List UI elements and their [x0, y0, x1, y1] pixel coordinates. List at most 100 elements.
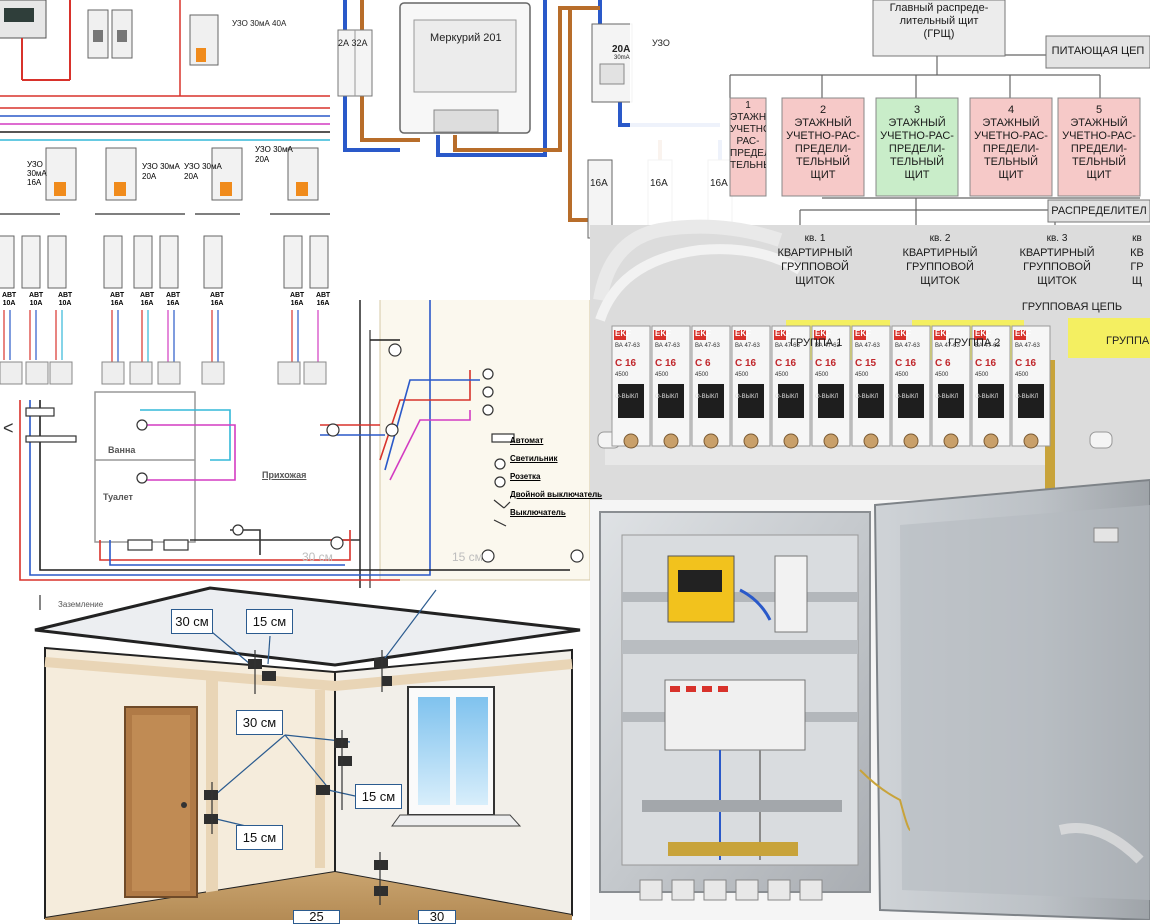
breaker-subtext: 4500: [1015, 372, 1029, 378]
breaker-brand: EKF: [655, 329, 671, 338]
meter-model-label: Меркурий 201: [430, 32, 502, 44]
breaker-rating: C 16: [815, 358, 837, 369]
breaker-model: ВА 47-63: [655, 343, 680, 349]
ekf-logo-icon: [694, 330, 706, 340]
breaker-rating: C 6: [935, 358, 951, 369]
breaker-units: [611, 325, 1051, 449]
legend-symbols: [491, 433, 515, 527]
legend-item-switch: Выключатель: [510, 508, 566, 517]
main-switchboard: Главный распреде- лительный щит (ГРЩ): [889, 2, 989, 40]
breaker-model: ВА 47-63: [895, 343, 920, 349]
breaker-subtext: 4500: [775, 372, 789, 378]
breaker-model: ВА 47-63: [935, 343, 960, 349]
busbars: [0, 107, 350, 141]
socket-icon: [204, 790, 218, 800]
breaker-rating: C 16: [615, 358, 637, 369]
floor-board-3: 3 ЭТАЖНЫЙ УЧЕТНО-РАС- ПРЕДЕЛИ- ТЕЛЬНЫЙ Щ…: [880, 104, 954, 181]
breaker-switch-label: О-ВЫКЛ: [815, 394, 839, 400]
rcd-label-4: УЗО 30мА 20А: [255, 145, 293, 164]
ekf-logo-icon: [654, 330, 666, 340]
lamp-symbol-icon: [482, 368, 494, 380]
breaker-symbol-icon: [491, 433, 515, 443]
terminal-screw-icon: [863, 433, 879, 449]
breaker-model: ВА 47-63: [615, 343, 640, 349]
distribution-label: РАСПРЕДЕЛИТЕЛ: [1051, 205, 1147, 217]
room-illustration: [34, 586, 581, 920]
ekf-logo-icon: [854, 330, 866, 340]
terminal-screw-icon: [983, 433, 999, 449]
socket-symbol-icon: [494, 476, 506, 488]
breaker-lever: [698, 384, 724, 418]
breaker-subtext: 4500: [735, 372, 749, 378]
breaker-model: ВА 47-63: [1015, 343, 1040, 349]
breaker-subtext: 4500: [655, 372, 669, 378]
breaker-rating: C 16: [775, 358, 797, 369]
breaker-model: ВА 47-63: [695, 343, 720, 349]
socket-symbol-icon: [388, 343, 402, 357]
lamp-symbol-icon: [494, 458, 506, 470]
socket-symbol-icon: [385, 423, 399, 437]
room-toilet-label: Туалет: [103, 492, 133, 502]
breaker-lever: [858, 384, 884, 418]
breaker-lever: [1018, 384, 1044, 418]
socket-symbol-icon: [570, 549, 584, 563]
terminal-screw-icon: [943, 433, 959, 449]
plan-symbols: [25, 279, 584, 563]
breaker-switch-label: О-ВЫКЛ: [855, 394, 879, 400]
legend-item-breaker: Автомат: [510, 436, 544, 445]
breaker-brand: EKF: [735, 329, 751, 338]
floor-board-5: 5 ЭТАЖНЫЙ УЧЕТНО-РАС- ПРЕДЕЛИ- ТЕЛЬНЫЙ Щ…: [1062, 104, 1136, 181]
nav-arrow-icon[interactable]: <: [3, 418, 14, 438]
room-dim-30-bottom: 30: [418, 910, 456, 924]
floor-board-4: 4 ЭТАЖНЫЙ УЧЕТНО-РАС- ПРЕДЕЛИ- ТЕЛЬНЫЙ Щ…: [974, 104, 1048, 181]
meter-panel: [330, 0, 733, 300]
breaker-brand: EKF: [895, 329, 911, 338]
terminal-screw-icon: [783, 433, 799, 449]
legend: Автомат Светильник Розетка Двойной выклю…: [510, 432, 602, 522]
room-wiring: [19, 265, 570, 581]
room-bath-label: Ванна: [108, 445, 136, 455]
socket-icon: [374, 658, 388, 668]
breaker-model: ВА 47-63: [975, 343, 1000, 349]
room-hall-label: Прихожая: [262, 470, 307, 480]
apartment-board-4: кв КВ ГР Щ: [1130, 233, 1144, 287]
breaker-rating: C 16: [735, 358, 757, 369]
breaker-brand: EKF: [775, 329, 791, 338]
group-3-label: ГРУППА: [1106, 335, 1150, 347]
breaker-switch-label: О-ВЫКЛ: [615, 394, 639, 400]
socket-icon: [374, 886, 388, 896]
top-breakers: [87, 9, 219, 66]
terminal-screw-icon: [823, 433, 839, 449]
legend-item-double-switch: Двойной выключатель: [510, 490, 603, 499]
rcd-rating-label: 20А: [612, 44, 631, 55]
room-dim-25: 25: [293, 910, 340, 924]
breaker-rating: C 15: [855, 358, 877, 369]
ekf-logo-icon: [814, 330, 826, 340]
room-dim-30-mid: 30 см: [236, 710, 283, 735]
electrical-cabinet: [590, 478, 1150, 920]
room-dim-30-top: 30 см: [171, 609, 213, 634]
breaker-symbol-icon: [127, 539, 153, 551]
ekf-logo-icon: [894, 330, 906, 340]
breaker-switch-label: О-ВЫКЛ: [695, 394, 719, 400]
breaker-rating: C 6: [695, 358, 711, 369]
breaker-model: ВА 47-63: [855, 343, 880, 349]
terminal-screw-icon: [703, 433, 719, 449]
rcd-label-1: УЗО 30мА 16А: [27, 160, 47, 187]
breaker-rating: C 16: [655, 358, 677, 369]
breaker-switch-label: О-ВЫКЛ: [895, 394, 919, 400]
terminal-screw-icon: [743, 433, 759, 449]
breaker-model: ВА 47-63: [775, 343, 800, 349]
legend-item-lamp: Светильник: [510, 454, 558, 463]
breaker-brand: EKF: [855, 329, 871, 338]
socket-icon: [382, 676, 392, 686]
breaker-brand: EKF: [695, 329, 711, 338]
rcd-name-label: УЗО: [652, 38, 670, 48]
floor-board-2: 2 ЭТАЖНЫЙ УЧЕТНО-РАС- ПРЕДЕЛИ- ТЕЛЬНЫЙ Щ…: [786, 104, 860, 181]
